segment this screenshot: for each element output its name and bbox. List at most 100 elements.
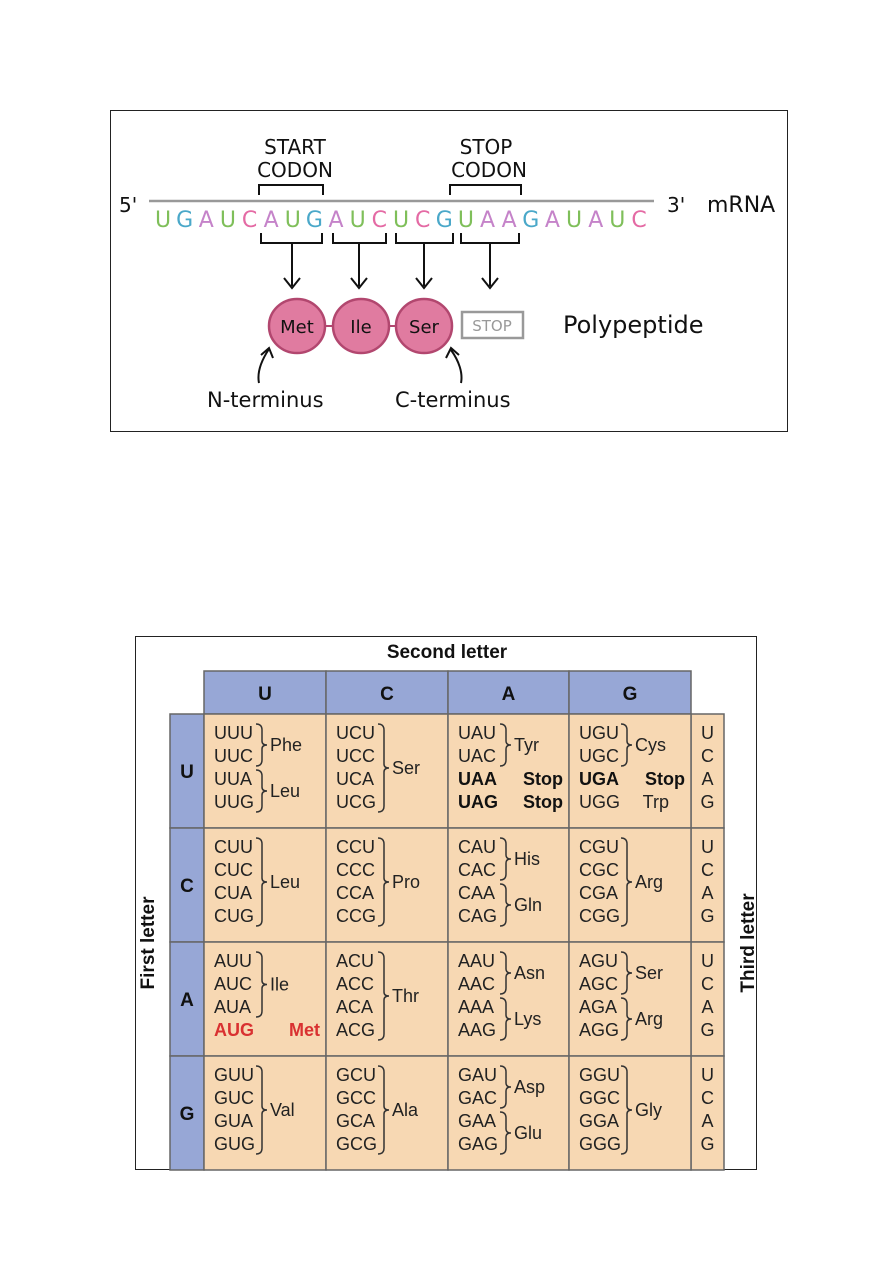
codon: CCG — [336, 906, 376, 926]
amino-acid-name: Ser — [635, 963, 663, 983]
codon: GUA — [214, 1111, 253, 1131]
first-letter-title: First letter — [138, 896, 159, 990]
start-codon-label-1: START — [264, 135, 326, 159]
nucleotide-c: C — [415, 208, 430, 233]
nucleotide-a: A — [502, 208, 517, 233]
codon: UCA — [336, 769, 374, 789]
codon: GAU — [458, 1065, 497, 1085]
codon: ACU — [336, 951, 374, 971]
column-header-label: A — [502, 684, 516, 705]
codon: UGU — [579, 723, 619, 743]
codon-group-brace — [499, 951, 512, 995]
codon: CGU — [579, 837, 619, 857]
codon: CUU — [214, 837, 253, 857]
codon: AAU — [458, 951, 495, 971]
codon: CAC — [458, 860, 496, 880]
amino-acid-met — [267, 297, 327, 355]
codon: UAG — [458, 792, 498, 812]
third-letter-label: G — [700, 1134, 714, 1154]
codon: GAA — [458, 1111, 496, 1131]
amino-acid-met-label: Met — [280, 317, 314, 338]
codon: AAA — [458, 997, 494, 1017]
codon: AUC — [214, 974, 252, 994]
stop-box — [460, 310, 525, 340]
codon-group-brace — [377, 951, 390, 1041]
codon: AUU — [214, 951, 252, 971]
codon: UGA — [579, 769, 619, 789]
row-header-g — [169, 1055, 205, 1171]
codon-group-brace — [620, 997, 633, 1041]
n-terminus-arrow — [257, 346, 274, 384]
nucleotide-g: G — [436, 208, 453, 233]
codon: AGU — [579, 951, 618, 971]
nucleotide-u: U — [350, 208, 366, 233]
codon: CAG — [458, 906, 497, 926]
codon: CCU — [336, 837, 375, 857]
amino-acid-name: Ile — [270, 975, 289, 995]
n-terminus-label: N-terminus — [207, 388, 324, 412]
codon-group-brace — [620, 1065, 633, 1155]
codon: CGA — [579, 883, 618, 903]
codon: UAU — [458, 723, 496, 743]
amino-acid-ile — [331, 297, 391, 355]
codon: UUG — [214, 792, 254, 812]
third-letter-label: G — [700, 792, 714, 812]
codon: UUA — [214, 769, 252, 789]
codon-group-brace — [499, 1111, 512, 1155]
codon-cell — [325, 1055, 449, 1171]
codon-cell — [203, 1055, 327, 1171]
codon-group-brace — [377, 837, 390, 927]
third-letter-label: C — [701, 974, 714, 994]
codon-group-brace — [377, 723, 390, 813]
c-terminus-arrow — [445, 346, 463, 384]
codon-group-brace — [499, 837, 512, 881]
third-letter-label: U — [701, 1065, 714, 1085]
row-header-a — [169, 941, 205, 1057]
nucleotide-a: A — [329, 208, 344, 233]
codon: UUU — [214, 723, 253, 743]
row-header-label: G — [180, 1104, 195, 1125]
third-letter-cell — [690, 827, 725, 943]
codon: GUU — [214, 1065, 254, 1085]
nucleotide-c: C — [372, 208, 387, 233]
codon: CCC — [336, 860, 375, 880]
third-letter-label: A — [701, 769, 713, 789]
nucleotide-u: U — [566, 208, 582, 233]
row-header-label: U — [180, 762, 194, 783]
amino-acid-ser-label: Ser — [409, 317, 440, 338]
codon-group-brace — [255, 723, 268, 767]
codon-cell — [568, 827, 692, 943]
stop-box-label: STOP — [472, 317, 512, 335]
codon-cell — [447, 713, 570, 829]
codon-cell — [325, 941, 449, 1057]
codon: ACC — [336, 974, 374, 994]
third-letter-label: A — [701, 1111, 713, 1131]
row-header-label: C — [180, 876, 194, 897]
codon: GGU — [579, 1065, 620, 1085]
stop-codon-label: Stop — [523, 792, 563, 812]
codon: AGC — [579, 974, 618, 994]
c-terminus-label: C-terminus — [395, 388, 511, 412]
amino-acid-name: Phe — [270, 735, 302, 755]
start-codon-label-2: CODON — [257, 158, 333, 182]
codon: AUA — [214, 997, 251, 1017]
nucleotide-a: A — [199, 208, 214, 233]
amino-acid-ile-label: Ile — [350, 317, 371, 338]
codon-group-brace — [255, 837, 268, 927]
codon: GCA — [336, 1111, 375, 1131]
five-prime-label: 5' — [119, 193, 137, 217]
codon: CGC — [579, 860, 619, 880]
third-letter-label: C — [701, 860, 714, 880]
codon-group-brace — [499, 1065, 512, 1109]
codon: GCG — [336, 1134, 377, 1154]
mrna-label: mRNA — [707, 193, 775, 218]
codon: GUG — [214, 1134, 255, 1154]
nucleotide-u: U — [393, 208, 409, 233]
codon: CUC — [214, 860, 253, 880]
codon-table-svg: Second letter First letter Third letter … — [138, 642, 759, 1171]
nucleotide-u: U — [220, 208, 236, 233]
third-letter-label: C — [701, 746, 714, 766]
nucleotide-u: U — [458, 208, 474, 233]
amino-acid-name: Leu — [270, 781, 300, 801]
